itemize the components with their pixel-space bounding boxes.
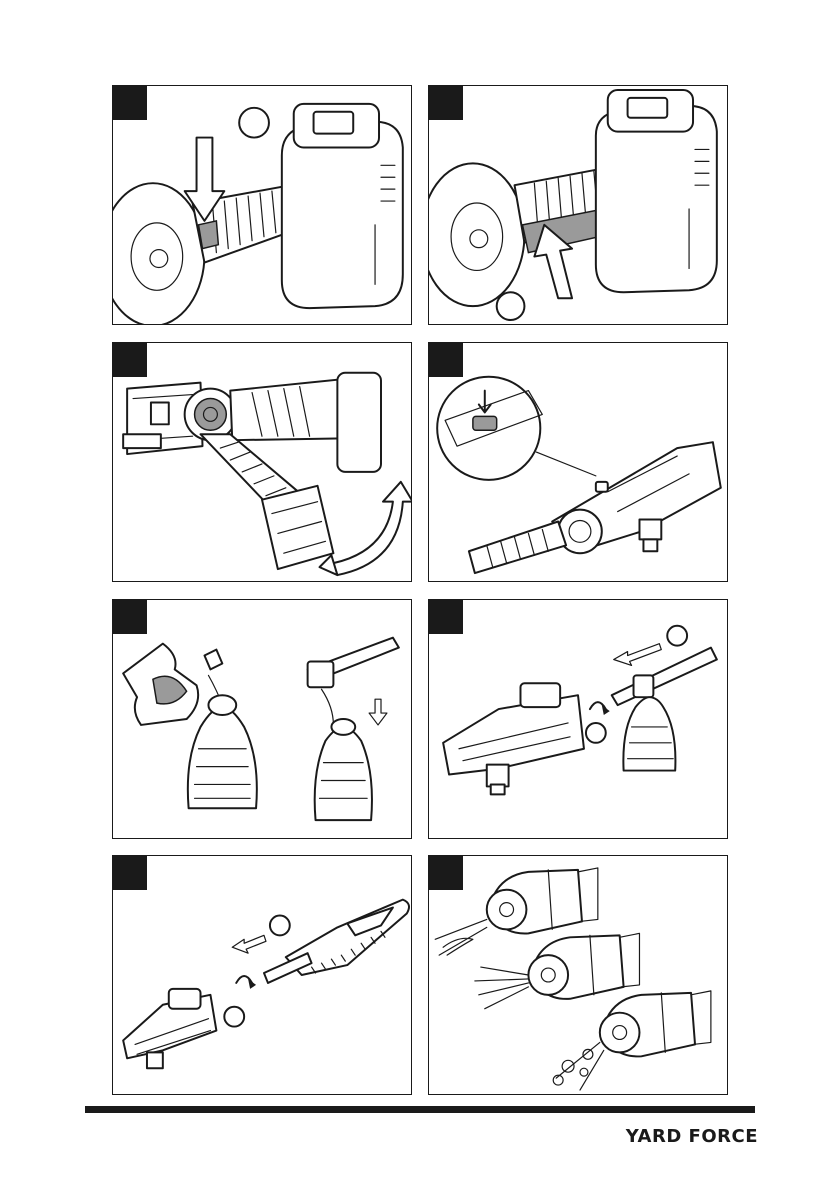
foam-bottle-fill-illustration [113, 600, 411, 838]
lock-button-detail-illustration [429, 343, 727, 581]
figure-panel-3 [112, 342, 412, 582]
footer-rule [85, 1106, 755, 1113]
battery-tool-trigger-press-illustration [113, 86, 411, 324]
figure-panel-2 [428, 85, 728, 325]
figure-panel-6 [428, 599, 728, 839]
figure-panel-7 [112, 855, 412, 1095]
nozzle-spray-patterns-illustration [429, 856, 727, 1094]
tool-handle-rotation-illustration [113, 343, 411, 581]
figure-panel-8 [428, 855, 728, 1095]
foam-bottle-attach-illustration [429, 600, 727, 838]
figure-panel-4 [428, 342, 728, 582]
brand-logo: YARD FORCE [612, 1126, 758, 1150]
figure-panel-1 [112, 85, 412, 325]
figure-panel-5 [112, 599, 412, 839]
battery-tool-trigger-release-illustration [429, 86, 727, 324]
brush-attach-illustration [113, 856, 411, 1094]
